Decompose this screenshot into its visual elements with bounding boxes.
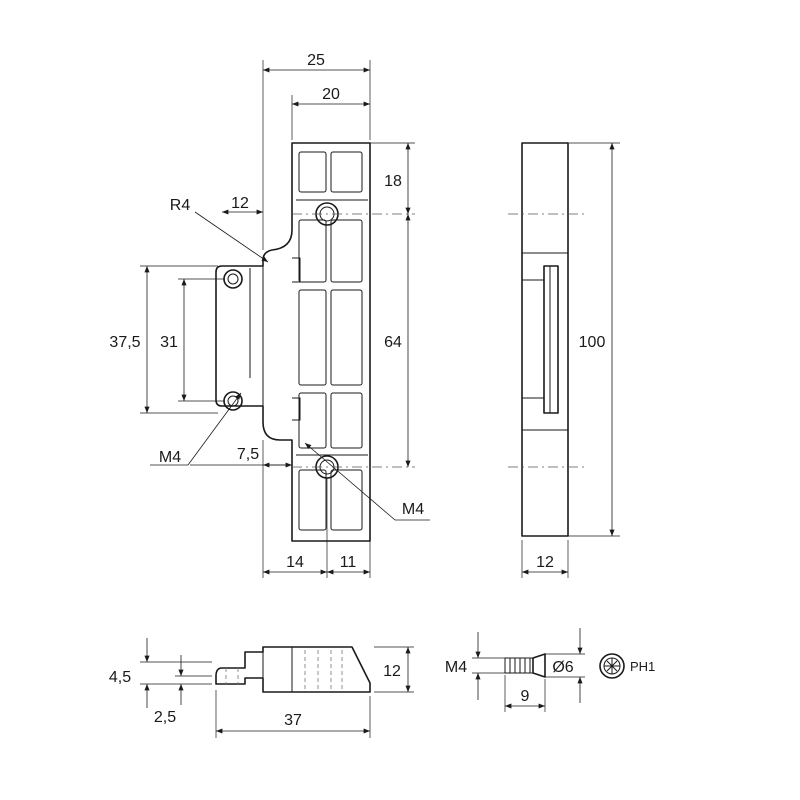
side-outline: [521, 142, 569, 537]
front-view-dimensions: 25 20 12 R4 18 64 37,5 31 M4: [109, 52, 430, 578]
dim-37-5: 37,5: [109, 334, 140, 351]
dim-37: 37: [284, 712, 302, 729]
phillips-drive-icon: [599, 653, 625, 679]
front-view: [215, 142, 415, 542]
dim-18: 18: [384, 173, 402, 190]
dim-14: 14: [286, 554, 304, 571]
dim-2-5: 2,5: [154, 709, 176, 726]
side-view: [508, 142, 585, 537]
dim-9: 9: [521, 688, 530, 705]
dim-diameter-6: Ø6: [552, 659, 573, 676]
dim-31: 31: [160, 334, 178, 351]
dim-20: 20: [322, 86, 340, 103]
tab-hole-top: [223, 269, 243, 289]
dim-100: 100: [579, 334, 606, 351]
dim-12-side: 12: [536, 554, 554, 571]
bottom-view-dimensions: 4,5 2,5 37 12: [109, 638, 414, 738]
notch-top: [292, 257, 301, 283]
side-view-dimensions: 100 12: [521, 142, 620, 578]
dim-4-5: 4,5: [109, 669, 131, 686]
dim-7-5: 7,5: [237, 446, 259, 463]
dim-12-bottom: 12: [383, 663, 401, 680]
dim-m4-left: M4: [159, 449, 181, 466]
side-tab: [543, 265, 559, 414]
latch-outline: [215, 142, 371, 542]
dim-25: 25: [307, 52, 325, 69]
notch-bottom: [292, 397, 301, 421]
screw-dimensions: M4 Ø6 9: [445, 628, 585, 712]
dim-64: 64: [384, 334, 402, 351]
drive-type-label: PH1: [630, 659, 655, 674]
cell-grid: [296, 151, 368, 531]
screw: [504, 653, 546, 678]
dim-r4: R4: [170, 197, 191, 214]
bottom-outline: [215, 646, 371, 693]
dim-11: 11: [340, 554, 357, 571]
dim-12-offset: 12: [231, 195, 249, 212]
dim-m4-screw: M4: [445, 659, 467, 676]
dim-m4-right: M4: [402, 501, 424, 518]
bottom-view: [215, 646, 371, 693]
